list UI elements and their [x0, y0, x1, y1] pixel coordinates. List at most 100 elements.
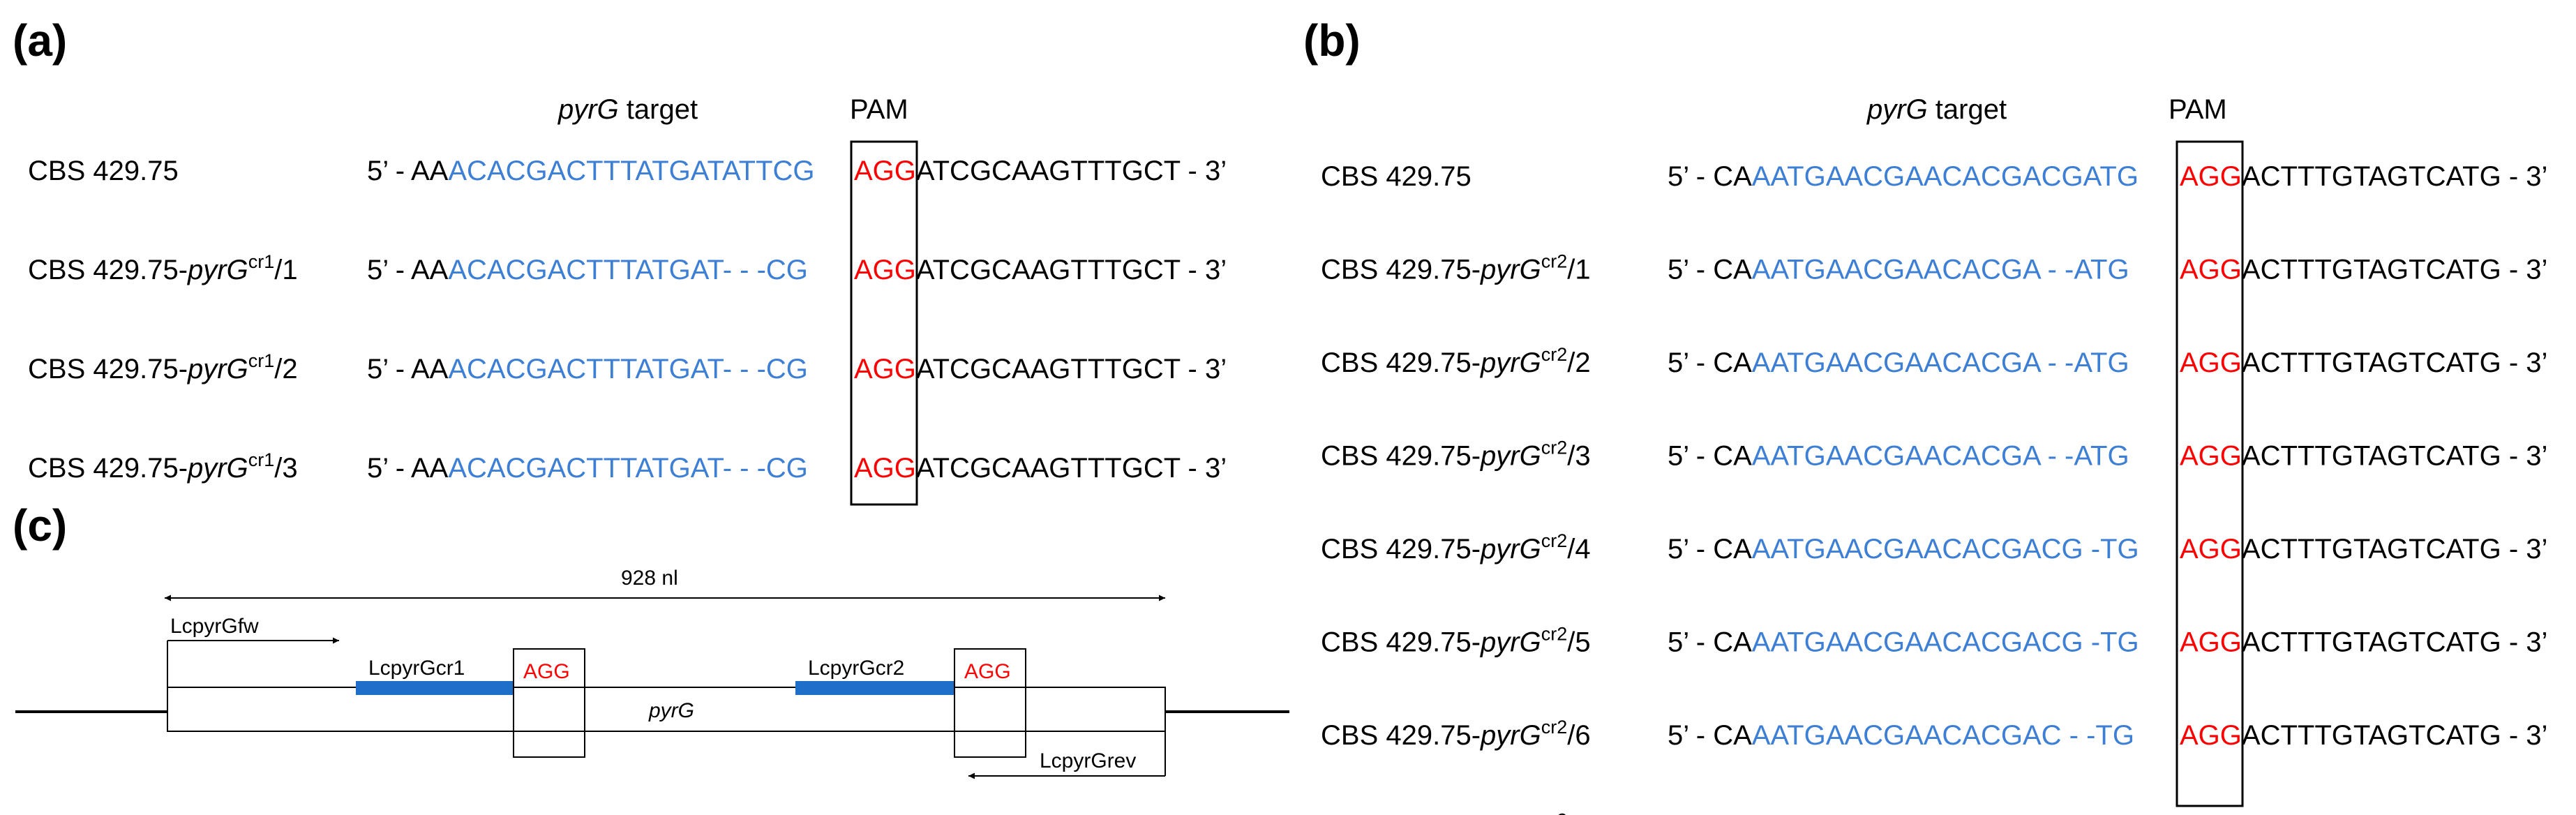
- fw-primer-label: LcpyrGfw: [170, 615, 259, 638]
- mutant-allele: cr1: [248, 350, 275, 371]
- panel-a-pam-box: [850, 140, 918, 506]
- panel-a-target-header: pyrG target: [557, 94, 698, 125]
- pam-sequence: AGG: [854, 453, 916, 484]
- strain-label: CBS 429.75-pyrGcr2/4: [1321, 530, 1591, 564]
- pam-sequence: AGG: [2180, 441, 2242, 472]
- flank-3prime: ATCGCAAGTTTGCT - 3’: [916, 453, 1227, 484]
- gene-box: [167, 687, 1166, 732]
- target-sequence: ACACGACTTTATGAT- - -CG: [448, 453, 808, 484]
- strain-name: CBS 429.75-: [1321, 441, 1481, 472]
- flank-3prime: ACTTTGTAGTCATG - 3’: [2242, 627, 2548, 658]
- mutant-allele: cr2: [1541, 344, 1568, 365]
- length-label: 928 nl: [621, 567, 678, 590]
- panel-b-target-gene: pyrG: [1866, 94, 1928, 125]
- mutant-number: /3: [1567, 441, 1590, 472]
- cr2-pam-box: [954, 648, 1026, 758]
- pam-sequence: AGG: [854, 156, 916, 186]
- strain-label: CBS 429.75-pyrGcr1/2: [28, 350, 298, 384]
- panel-a-target-word: target: [619, 94, 698, 125]
- pam-sequence: AGG: [2180, 720, 2242, 751]
- strain-name: CBS 429.75: [28, 156, 179, 186]
- mutant-gene: pyrG: [1480, 720, 1541, 751]
- strain-label: CBS 429.75-pyrGcr2/1: [1321, 251, 1591, 285]
- mutant-gene: pyrG: [187, 255, 248, 285]
- mutant-gene: pyrG: [1480, 255, 1541, 285]
- target-sequence: AATGAACGAACACGAC - -TG: [1752, 720, 2134, 751]
- mutant-allele: cr2: [1541, 717, 1568, 738]
- cr2-target-bar: [795, 681, 954, 695]
- strain-name: CBS 429.75: [1321, 161, 1472, 192]
- panel-b-letter: (b): [1303, 15, 1361, 66]
- strain-label: CBS 429.75: [1321, 161, 1472, 192]
- flank-5prime: 5’ - AA: [367, 156, 449, 186]
- strain-label: CBS 429.75-pyrGcr2/3: [1321, 438, 1591, 472]
- sequence-row: 5’ - AAACACGACTTTATGAT- - -CG AGGATCGCAAG…: [367, 354, 1227, 384]
- sequence-row: 5’ - CAAATGAACGAACACGACG -TG AGGACTTTGTAG…: [1668, 627, 2547, 658]
- flank-5prime: 5’ - AA: [367, 354, 449, 384]
- mutant-allele: cr2: [1541, 624, 1568, 645]
- strain-name: CBS 429.75-: [1321, 255, 1481, 285]
- flank-3prime: ACTTTGTAGTCATG - 3’: [2242, 534, 2548, 564]
- mutant-number: /2: [1567, 347, 1590, 378]
- mutant-gene: pyrG: [1480, 627, 1541, 658]
- flank-3prime: ACTTTGTAGTCATG - 3’: [2242, 255, 2548, 285]
- pam-sequence: AGG: [854, 354, 916, 384]
- target-sequence: AATGAACGAACACGA - -ATG: [1752, 441, 2129, 472]
- strain-label: CBS 429.75: [28, 156, 179, 186]
- flank-3prime: ACTTTGTAGTCATG - 3’: [2242, 161, 2548, 192]
- gene-label: pyrG: [648, 699, 694, 722]
- flank-5prime: 5’ - AA: [367, 255, 449, 285]
- panel-a-pam-header: PAM: [850, 94, 908, 125]
- cr2-pam-label: AGG: [964, 660, 1011, 683]
- target-sequence: AATGAACGAACACGACG -TG: [1752, 534, 2139, 564]
- flank-5prime: 5’ - CA: [1668, 161, 1752, 192]
- pam-sequence: AGG: [2180, 161, 2242, 192]
- rev-primer-label: LcpyrGrev: [1040, 749, 1136, 772]
- flank-3prime: ACTTTGTAGTCATG - 3’: [2242, 441, 2548, 472]
- target-sequence: AATGAACGAACACGA - -ATG: [1752, 255, 2129, 285]
- mutant-gene: pyrG: [187, 354, 248, 384]
- mutant-number: /6: [1567, 720, 1590, 751]
- mutant-gene: pyrG: [1480, 534, 1541, 564]
- pam-sequence: AGG: [2180, 627, 2242, 658]
- sequence-row: 5’ - AAACACGACTTTATGAT- - -CG AGGATCGCAAG…: [367, 453, 1227, 484]
- panel-b-pam-header: PAM: [2169, 94, 2227, 125]
- mutant-allele: cr2: [1541, 438, 1568, 458]
- strain-label: CBS 429.75-pyrGcr2/2: [1321, 344, 1591, 378]
- panel-b-target-header: pyrG target: [1866, 94, 2007, 125]
- flank-5prime: 5’ - CA: [1668, 347, 1752, 378]
- target-sequence: ACACGACTTTATGAT- - -CG: [448, 354, 808, 384]
- flank-5prime: 5’ - CA: [1668, 627, 1752, 658]
- mutant-number: /2: [274, 354, 297, 384]
- strain-label: CBS 429.75-pyrGcr2/5: [1321, 624, 1591, 658]
- target-sequence: AATGAACGAACACGA - -ATG: [1752, 347, 2129, 378]
- panel-a-target-gene: pyrG: [557, 94, 619, 125]
- strain-label: CBS 429.75-pyrGcr1/3: [28, 449, 298, 484]
- mutant-allele: cr2: [1541, 530, 1568, 551]
- pam-sequence: AGG: [2180, 347, 2242, 378]
- strain-name: CBS 429.75-: [28, 354, 188, 384]
- flank-3prime: ATCGCAAGTTTGCT - 3’: [916, 354, 1227, 384]
- flank-3prime: ATCGCAAGTTTGCT - 3’: [916, 255, 1227, 285]
- mutant-gene: pyrG: [1480, 347, 1541, 378]
- target-sequence: AATGAACGAACACGACG -TG: [1752, 627, 2139, 658]
- panel-b-target-word: target: [1928, 94, 2007, 125]
- flank-3prime: ATCGCAAGTTTGCT - 3’: [916, 156, 1227, 186]
- mutant-allele: cr1: [248, 449, 275, 470]
- target-sequence: AATGAACGAACACGACGATG: [1752, 161, 2139, 192]
- mutant-number: /3: [274, 453, 297, 484]
- mutant-number: /5: [1567, 627, 1590, 658]
- flank-5prime: 5’ - CA: [1668, 534, 1752, 564]
- flank-5prime: 5’ - AA: [367, 453, 449, 484]
- sequence-row: 5’ - CAAATGAACGAACACGA- - - - -AGGACTTTG…: [1668, 814, 2547, 815]
- panel-a-letter: (a): [13, 15, 67, 66]
- strain-name: CBS 429.75-: [1321, 627, 1481, 658]
- cr2-label: LcpyrGcr2: [808, 657, 904, 680]
